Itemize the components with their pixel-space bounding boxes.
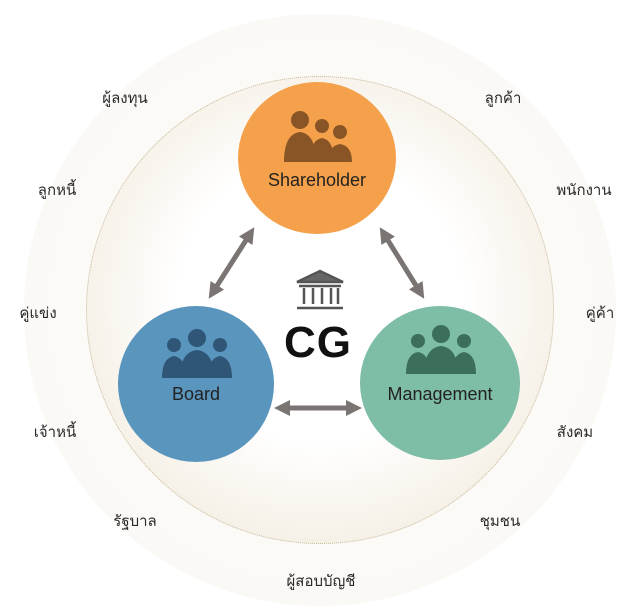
stakeholder-investor: ผู้ลงทุน: [102, 89, 148, 107]
building-columns-icon: [296, 269, 344, 310]
people-group-icon: [284, 111, 352, 162]
stakeholder-competitor: คู่แข่ง: [19, 304, 57, 322]
board-label: Board: [171, 384, 221, 404]
stakeholder-community: ชุมชน: [479, 512, 521, 530]
stakeholder-employee: พนักงาน: [556, 181, 612, 199]
shareholder-label: Shareholder: [267, 170, 367, 190]
stakeholder-debtor: ลูกหนี้: [37, 181, 77, 199]
arrow-shareholder-board: [208, 227, 255, 299]
people-group-icon: [406, 325, 476, 374]
stakeholder-government: รัฐบาล: [113, 512, 157, 530]
stakeholder-creditor: เจ้าหนี้: [33, 423, 77, 441]
arrow-shareholder-management: [379, 227, 425, 299]
cg-title: CG: [284, 318, 352, 367]
stakeholder-customer: ลูกค้า: [484, 89, 522, 107]
people-group-icon: [162, 329, 232, 378]
shareholder-node: Shareholder: [238, 82, 396, 234]
stakeholder-auditor: ผู้สอบบัญชี: [286, 572, 356, 590]
stakeholder-partner: คู่ค้า: [585, 304, 615, 322]
stakeholder-society: สังคม: [556, 423, 594, 441]
management-label: Management: [387, 384, 493, 404]
board-node: Board: [118, 306, 274, 462]
management-node: Management: [360, 306, 520, 460]
